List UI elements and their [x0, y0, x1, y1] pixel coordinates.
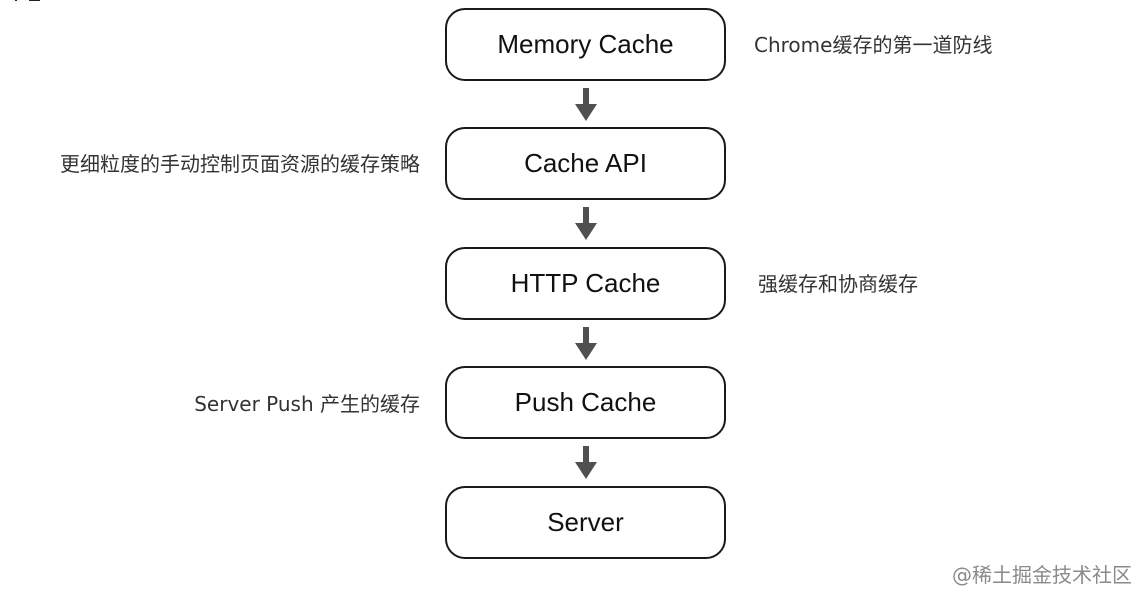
cache-api-node: Cache API [445, 127, 726, 200]
push-cache-note: Server Push 产生的缓存 [194, 392, 420, 416]
watermark-text: @稀土掘金技术社区 [952, 563, 1132, 587]
arrow-memory-to-cache-api [575, 88, 597, 121]
http-cache-note: 强缓存和协商缓存 [758, 272, 918, 296]
http-cache-node: HTTP Cache [445, 247, 726, 320]
arrow-http-cache-to-push-cache [575, 327, 597, 360]
cropped-heading-fragment [11, 0, 40, 1]
server-label: Server [547, 507, 624, 537]
server-node: Server [445, 486, 726, 559]
push-cache-label: Push Cache [514, 387, 657, 417]
memory-cache-note: Chrome缓存的第一道防线 [754, 33, 993, 57]
http-cache-label: HTTP Cache [510, 268, 661, 298]
memory-cache-node: Memory Cache [445, 8, 726, 81]
cache-api-note: 更细粒度的手动控制页面资源的缓存策略 [60, 152, 420, 176]
arrow-push-cache-to-server [575, 446, 597, 479]
cache-api-label: Cache API [524, 148, 647, 178]
arrow-cache-api-to-http-cache [575, 207, 597, 240]
push-cache-node: Push Cache [445, 366, 726, 439]
memory-cache-label: Memory Cache [497, 29, 674, 59]
